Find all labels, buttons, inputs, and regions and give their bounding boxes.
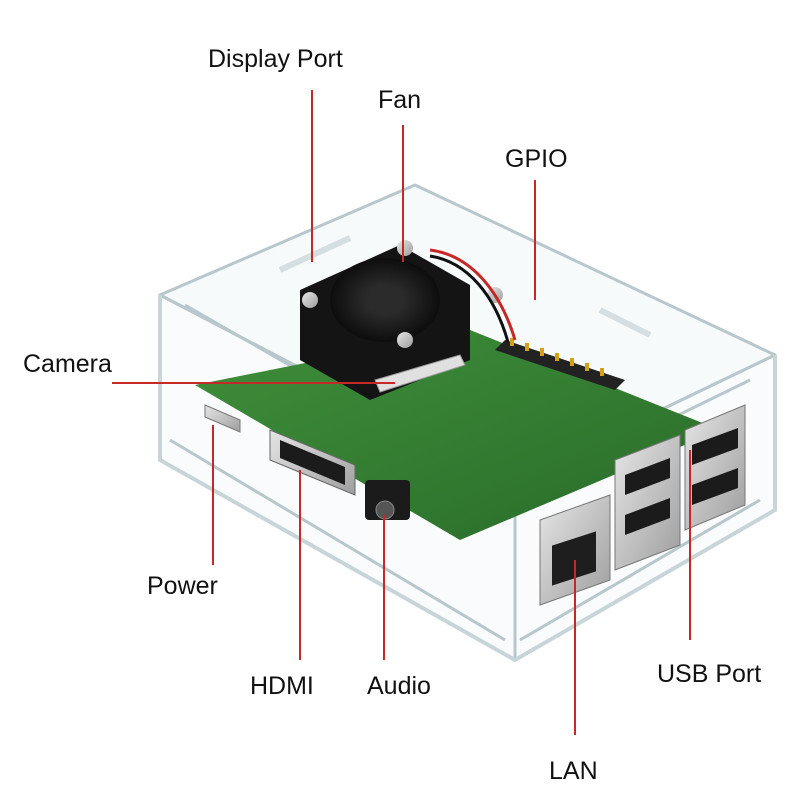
camera-connector	[374, 354, 466, 393]
label-lan: LAN	[549, 757, 598, 785]
gpio-header	[495, 338, 625, 390]
lan-usb-block	[539, 404, 746, 606]
label-hdmi: HDMI	[250, 672, 314, 700]
label-audio: Audio	[367, 672, 431, 700]
label-usb-port: USB Port	[657, 660, 762, 688]
label-camera: Camera	[23, 350, 112, 378]
label-gpio: GPIO	[505, 145, 568, 173]
front-ports	[204, 404, 410, 520]
label-fan: Fan	[378, 86, 422, 114]
label-display-port: Display Port	[208, 45, 343, 73]
fan	[300, 240, 517, 400]
label-power: Power	[147, 572, 218, 600]
